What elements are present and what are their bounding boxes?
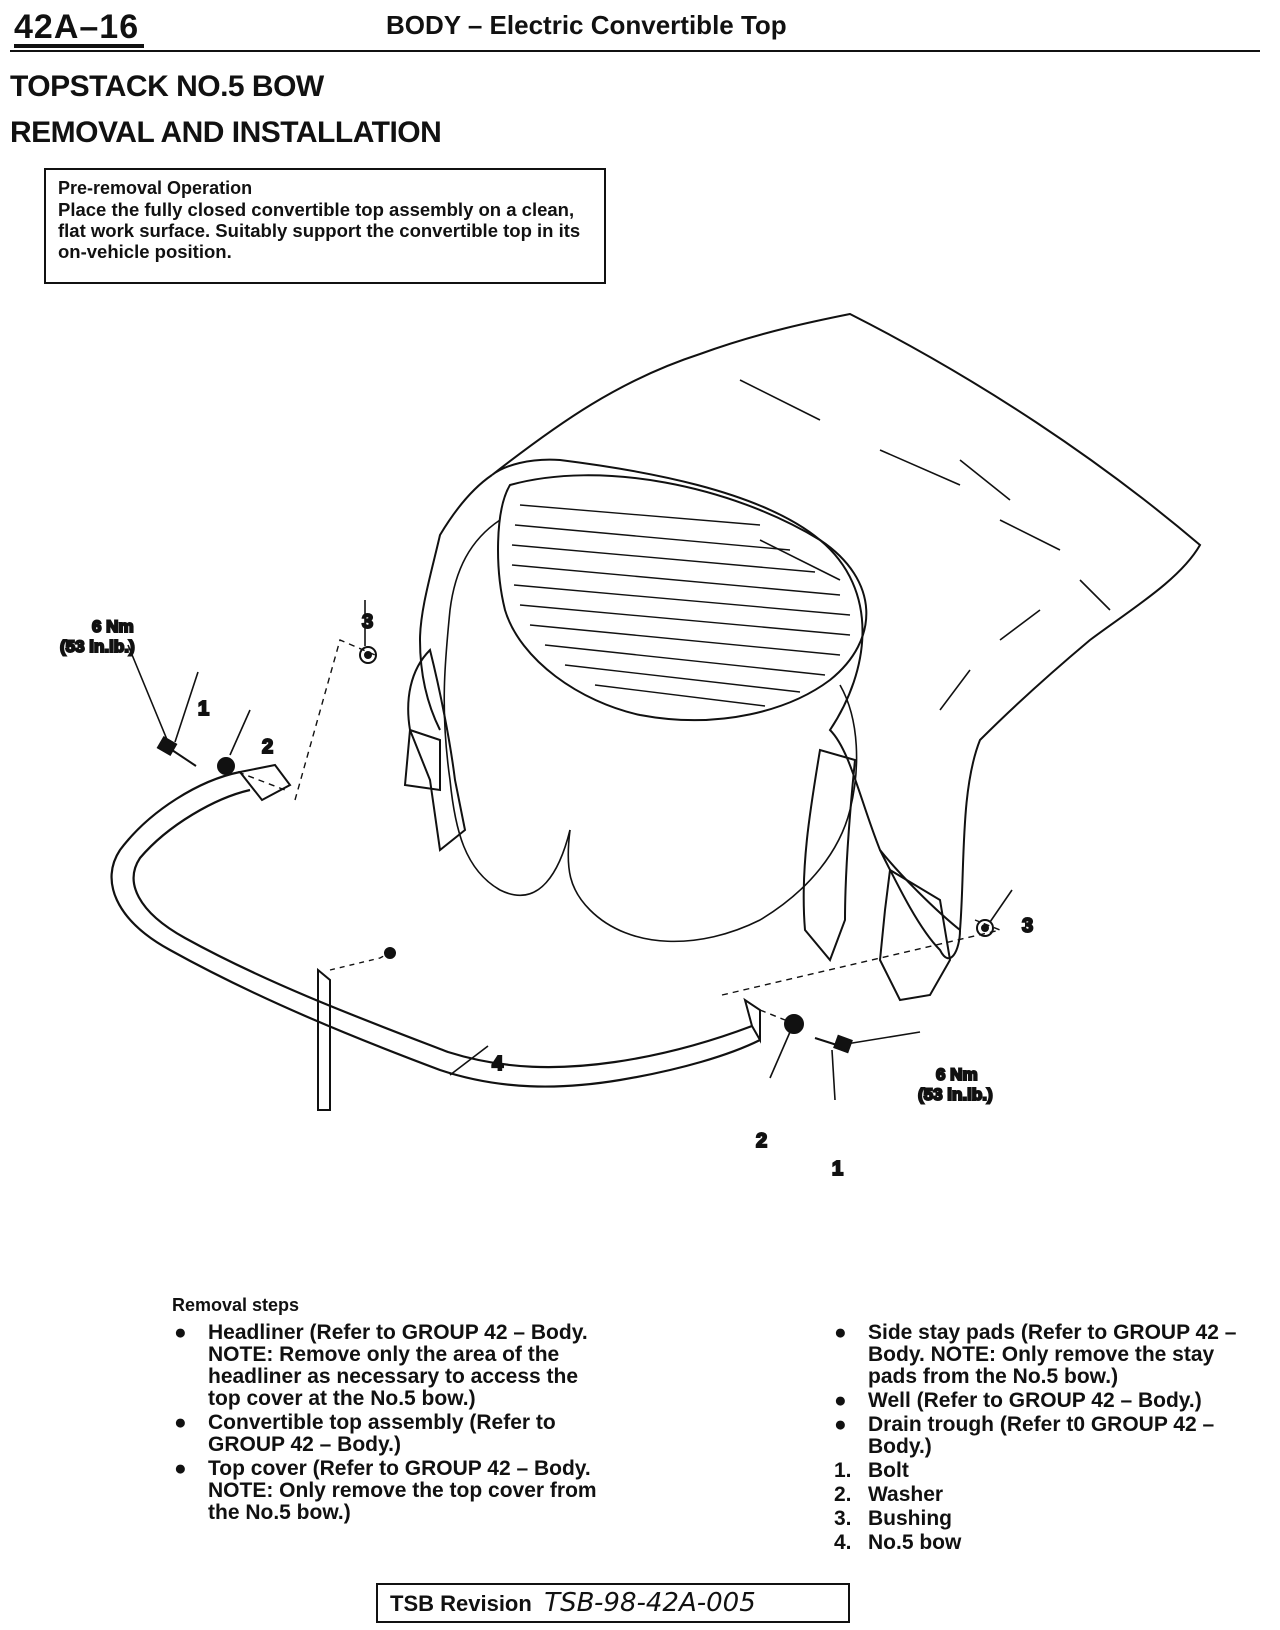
callout-1-right: 1: [832, 1158, 843, 1180]
right-washer-icon: [784, 1014, 804, 1034]
tsb-revision-box: TSB Revision TSB-98-42A-005: [376, 1583, 850, 1623]
item-number: 2.: [834, 1483, 852, 1507]
rear-window: [497, 474, 868, 722]
list-item: ● Convertible top assembly (Refer to GRO…: [172, 1412, 612, 1456]
torque-label-left-value: 6 Nm: [92, 617, 134, 636]
right-bolt-leader: [831, 1049, 836, 1101]
callout-2-right: 2: [756, 1130, 767, 1152]
list-item: ● Side stay pads (Refer to GROUP 42 – Bo…: [832, 1321, 1262, 1389]
drain-trough-bracket: [317, 967, 331, 1111]
callout-4: 4: [492, 1053, 504, 1075]
bullet-icon: ●: [834, 1389, 847, 1413]
right-side-stay: [802, 748, 857, 962]
section-title: BODY – Electric Convertible Top: [386, 10, 787, 40]
torque-label-right-value: 6 Nm: [936, 1065, 978, 1084]
step-text: Well (Refer to GROUP 42 – Body.): [868, 1389, 1202, 1413]
page-title-line2: REMOVAL AND INSTALLATION: [10, 116, 442, 149]
right-torque-leader-line: [839, 1031, 921, 1046]
removal-steps-column-2: ● Side stay pads (Refer to GROUP 42 – Bo…: [832, 1321, 1262, 1556]
right-bushing-hole: [981, 924, 989, 932]
item-label: Washer: [868, 1483, 944, 1507]
step-text: Headliner (Refer to GROUP 42 – Body. NOT…: [208, 1321, 588, 1411]
bullet-icon: ●: [174, 1411, 187, 1435]
removal-steps-heading: Removal steps: [172, 1295, 300, 1315]
list-item: ● Well (Refer to GROUP 42 – Body.): [832, 1390, 1262, 1412]
top-right-flank: [879, 849, 961, 960]
no5-bow-left-end: [238, 763, 292, 802]
top-left-shoulder: [418, 474, 493, 731]
left-bushing-icon: [359, 646, 377, 664]
list-item: ● Top cover (Refer to GROUP 42 – Body. N…: [172, 1458, 612, 1524]
callout-2-left: 2: [262, 736, 273, 758]
item-number: 3.: [834, 1507, 852, 1531]
left-hinge-bracket: [403, 728, 441, 792]
right-washer-leader: [769, 1031, 791, 1079]
left-washer-icon: [217, 757, 235, 775]
rear-window-defroster-lines: [511, 504, 851, 707]
left-harness-wire: [443, 519, 571, 897]
no5-bow-inner: [132, 788, 753, 1069]
bullet-icon: ●: [174, 1321, 187, 1344]
pre-removal-text: Place the fully closed convertible top a…: [58, 198, 581, 263]
left-torque-leader-line: [127, 644, 169, 743]
list-item: ● Drain trough (Refer t0 GROUP 42 – Body…: [832, 1414, 1262, 1458]
numbered-item-no5-bow: 4. No.5 bow: [832, 1532, 1262, 1554]
left-washer-leader: [229, 709, 251, 756]
step-text: Drain trough (Refer t0 GROUP 42 – Body.): [868, 1413, 1215, 1459]
left-side-stay: [407, 648, 467, 852]
no5-bow-right-end: [743, 997, 761, 1044]
item-number: 4.: [834, 1531, 852, 1555]
page-title-line1: TOPSTACK NO.5 BOW: [10, 70, 324, 103]
right-bushing-icon: [976, 919, 994, 937]
callout-3-right: 3: [1022, 915, 1033, 937]
callout-1-left: 1: [198, 698, 209, 720]
right-hinge-bracket: [878, 868, 952, 1002]
bullet-icon: ●: [174, 1457, 187, 1481]
item-label: Bolt: [868, 1459, 909, 1483]
torque-label-left-imperial: (53 in.lb.): [60, 637, 135, 656]
item-label: Bushing: [868, 1507, 952, 1531]
list-item: ● Headliner (Refer to GROUP 42 – Body. N…: [172, 1321, 612, 1411]
convertible-top-cover: [491, 312, 1202, 932]
right-harness-wire: [567, 684, 858, 943]
bullet-icon: ●: [834, 1413, 847, 1437]
left-bushing-hole: [364, 651, 372, 659]
page-number-underline: [14, 44, 144, 48]
bow-leader: [449, 1045, 489, 1076]
no5-bow: [110, 770, 761, 1088]
right-bushing-leader: [989, 889, 1013, 923]
removal-steps-column-1: ● Headliner (Refer to GROUP 42 – Body. N…: [172, 1321, 612, 1526]
left-bolt-icon: [156, 735, 197, 767]
bullet-icon: ●: [834, 1321, 847, 1344]
pre-removal-box: Pre-removal Operation Place the fully cl…: [44, 168, 606, 284]
numbered-item-bolt: 1. Bolt: [832, 1460, 1262, 1482]
left-bolt-leader: [174, 671, 199, 743]
pre-removal-heading: Pre-removal Operation: [58, 178, 253, 198]
numbered-item-washer: 2. Washer: [832, 1484, 1262, 1506]
right-assembly-dash: [721, 919, 1003, 1023]
step-text: Side stay pads (Refer to GROUP 42 – Body…: [868, 1321, 1237, 1389]
item-label: No.5 bow: [868, 1531, 962, 1555]
torque-label-right-imperial: (53 in.lb.): [918, 1085, 993, 1104]
drain-trough-screw: [384, 947, 396, 959]
page-number: 42A–16: [14, 8, 140, 46]
header-rule: [10, 50, 1260, 52]
left-assembly-dash: [237, 639, 376, 801]
item-number: 1.: [834, 1459, 852, 1483]
right-bolt-icon: [814, 1034, 853, 1054]
step-text: Convertible top assembly (Refer to GROUP…: [208, 1411, 556, 1457]
numbered-item-bushing: 3. Bushing: [832, 1508, 1262, 1530]
tsb-revision-label: TSB Revision: [390, 1591, 532, 1616]
callout-3-left: 3: [362, 611, 373, 633]
exploded-diagram: 6 Nm (53 in.lb.) 1 2 3 3 4 6 Nm (53 in.l…: [59, 312, 1202, 1181]
tsb-revision-code: TSB-98-42A-005: [544, 1588, 756, 1618]
fabric-seam-lines: [739, 379, 1111, 711]
page-header: 42A–16 BODY – Electric Convertible Top: [10, 6, 1260, 52]
step-text: Top cover (Refer to GROUP 42 – Body. NOT…: [208, 1457, 597, 1525]
